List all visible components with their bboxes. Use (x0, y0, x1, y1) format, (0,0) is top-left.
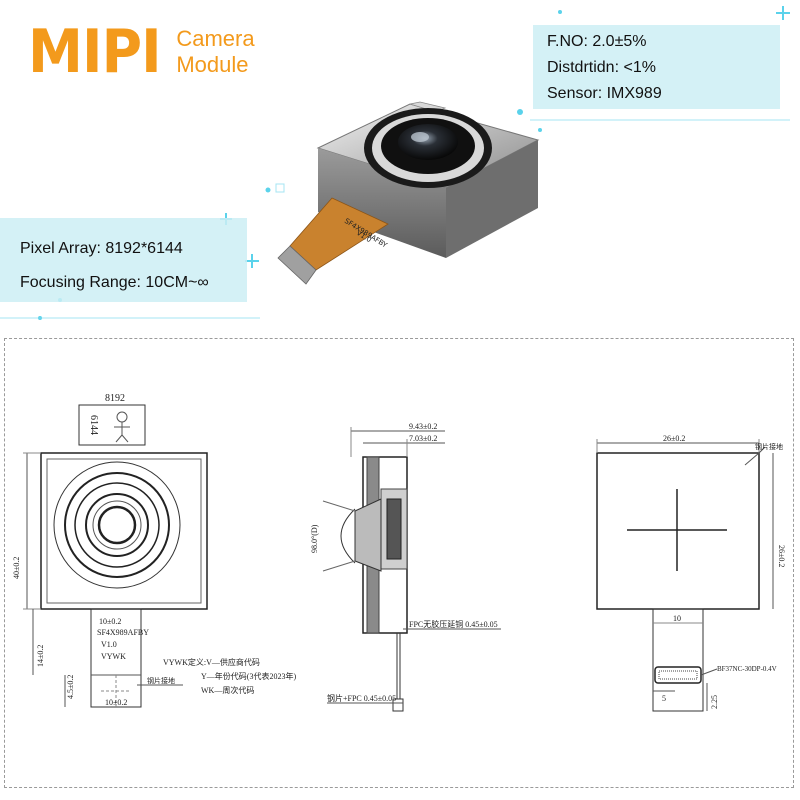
side-fov: 98.0°(D) (310, 524, 319, 553)
note-week: WK—周次代码 (201, 685, 254, 695)
side-fpc-note: FPC无胶压延铜 0.45±0.05 (409, 619, 498, 629)
dim-back-width: 26±0.2 (663, 434, 685, 443)
spec-fno: F.NO: 2.0±5% (547, 33, 647, 50)
front-view: 8192 6144 40±0.2 (12, 393, 296, 708)
spec-box-right: F.NO: 2.0±5% Distdrtidn: <1% Sensor: IMX… (533, 25, 780, 109)
camera-module: SF4X989AFBY V1.0 (277, 101, 540, 285)
front-stiffener-note: 钢片接地 (147, 676, 175, 685)
dim-2-25: 2.25 (710, 695, 719, 709)
dim-back-height: 26±0.2 (777, 545, 786, 567)
spec-distortion: Distdrtidn: <1% (547, 59, 656, 76)
dim-total-thickness: 9.43±0.2 (409, 422, 437, 431)
dim-back-fpc: 10 (673, 614, 681, 623)
sensor-height-label: 6144 (88, 415, 99, 435)
brand-module: Module (176, 52, 249, 77)
front-label-2: V1.0 (101, 640, 117, 649)
front-label-3: VYWK (101, 652, 126, 661)
spec-focus-range: Focusing Range: 10CM~∞ (20, 274, 209, 291)
dim-connector: 4.5±0.2 (66, 675, 75, 699)
dim-fpc-length: 14±0.2 (36, 645, 45, 667)
technical-drawing-panel: 8192 6144 40±0.2 (4, 338, 794, 788)
sensor-orientation-icon: 8192 6144 (78, 393, 146, 446)
sensor-width-label: 8192 (105, 393, 125, 404)
board-connector (654, 666, 702, 684)
technical-drawing: 8192 6144 40±0.2 (12, 393, 786, 712)
side-stiffener-note: 钢片+FPC 0.45±0.05 (327, 693, 396, 703)
back-fpc-tab (652, 608, 704, 712)
dim-tab-top: 10±0.2 (99, 617, 121, 626)
note-year: Y—年份代码(3代表2023年) (201, 671, 296, 681)
note-vywk: VYWK定义:V—供应商代码 (163, 657, 260, 667)
front-label-1: SF4X989AFBY (97, 628, 149, 637)
side-view: 98.0°(D) 9.43±0.2 7.03±0.2 FPC无胶压延铜 0.45… (310, 422, 501, 712)
front-lens (53, 461, 181, 589)
dim-front-height: 40±0.2 (12, 557, 21, 579)
brand-camera: Camera (176, 26, 255, 51)
spec-sensor: Sensor: IMX989 (547, 85, 662, 102)
back-stiffener-note: 钢片接地 (755, 442, 783, 451)
dim-body-thickness: 7.03±0.2 (409, 434, 437, 443)
back-body-outline (596, 452, 760, 610)
hero-banner: SF4X989AFBY V1.0 MIPI Camera Module F.NO… (0, 0, 800, 330)
camera-module-illustration: SF4X989AFBY V1.0 (0, 6, 790, 320)
spec-box-left: Pixel Array: 8192*6144 Focusing Range: 1… (0, 218, 247, 302)
brand-logo: MIPI Camera Module (28, 22, 255, 82)
brand-mipi: MIPI (28, 17, 162, 87)
connector-model: BF37NC-30DP-0.4V (717, 665, 777, 673)
back-view: 26±0.2 26±0.2 钢片接地 10 BF37NC-30DP-0.4V 5… (596, 434, 786, 712)
dim-5: 5 (662, 694, 666, 703)
dim-tab-bottom: 10±0.2 (105, 698, 127, 707)
spec-pixel-array: Pixel Array: 8192*6144 (20, 240, 183, 257)
